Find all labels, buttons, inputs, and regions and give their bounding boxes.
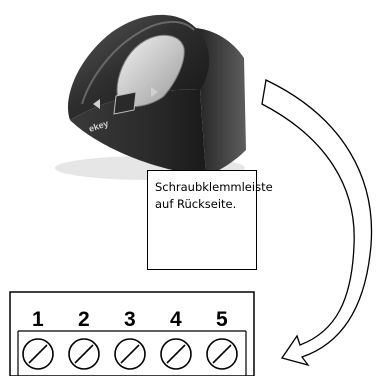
callout-line-1: Schraubklemmleiste	[155, 180, 273, 194]
callout-line-2: auf Rückseite.	[155, 197, 237, 211]
terminal-number-1: 1	[32, 308, 44, 331]
screw-slot-5	[212, 344, 232, 364]
finger-guide-pad	[116, 34, 185, 108]
fingerprint-reader-device: ekey	[55, 14, 246, 180]
terminal-number-5: 5	[216, 308, 228, 331]
screw-slot-3	[120, 344, 140, 364]
curved-arrow	[261, 79, 373, 367]
right-arrow-marker	[151, 87, 158, 97]
terminal-number-2: 2	[78, 308, 90, 331]
device-front-face	[70, 89, 206, 176]
sensor-window	[113, 91, 137, 115]
screw-terminal-block: 1 2 3 4 5	[9, 291, 255, 376]
terminal-number-3: 3	[124, 308, 136, 331]
terminal-list: 1 2 3 4 5	[22, 308, 238, 370]
callout-box: Schraubklemmleiste auf Rückseite.	[147, 170, 273, 270]
screw-slot-2	[74, 344, 94, 364]
screw-slot-1	[28, 344, 48, 364]
device-highlight	[81, 21, 195, 105]
left-arrow-marker	[93, 99, 100, 109]
terminal-number-4: 4	[170, 308, 182, 331]
screw-slot-4	[166, 344, 186, 364]
